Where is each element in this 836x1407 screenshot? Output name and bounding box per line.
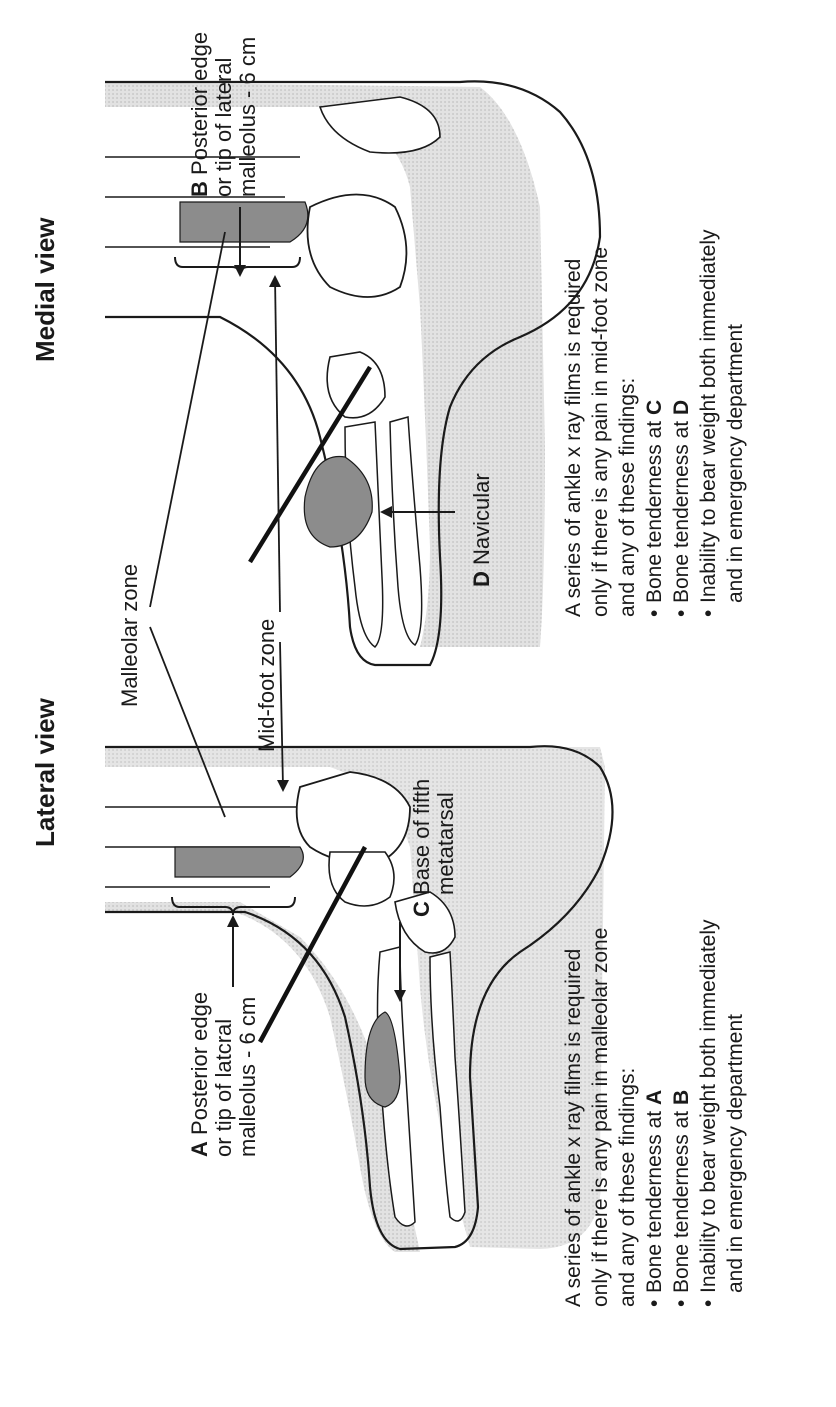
lateral-bullet-2: Bone tenderness at B (668, 747, 695, 1307)
lateral-bullet-3: Inability to bear weight both immediatel… (695, 747, 749, 1307)
label-b-line2: or tip of lateral (212, 0, 236, 197)
label-b-letter: B (187, 181, 212, 197)
label-d-text: Navicular (469, 473, 494, 565)
medial-para-line1: A series of ankle x ray films is require… (560, 57, 587, 617)
label-b-line1: Posterior edge (187, 32, 212, 175)
lateral-view-title: Lateral view (30, 698, 61, 847)
lateral-para-line3: and any of these findings: (614, 747, 641, 1307)
lateral-bullet-1: Bone tenderness at A (641, 747, 668, 1307)
mid-foot-zone-label: Mid-foot zone (255, 619, 279, 752)
medial-view-title: Medial view (30, 218, 61, 363)
label-a: A Posterior edge or tip of latcral malle… (188, 947, 260, 1157)
label-d: D Navicular (470, 473, 494, 587)
label-c-letter: C (409, 901, 434, 917)
label-a-line1: Posterior edge (187, 992, 212, 1135)
label-a-line2: or tip of latcral (212, 947, 236, 1157)
medial-bullet-3: Inability to bear weight both immediatel… (695, 57, 749, 617)
malleolar-zone-label: Malleolar zone (118, 564, 142, 707)
medial-criteria: A series of ankle x ray films is require… (560, 57, 749, 617)
medial-para-line2: only if there is any pain in mid-foot zo… (587, 57, 614, 617)
lateral-criteria: A series of ankle x ray films is require… (560, 747, 749, 1307)
lateral-para-line2: only if there is any pain in malleolar z… (587, 747, 614, 1307)
label-b: B Posterior edge or tip of lateral malle… (188, 0, 260, 197)
label-c: C Base of fifth metatarsal (410, 779, 458, 917)
label-a-line3: malleolus - 6 cm (236, 947, 260, 1157)
label-b-line3: malleolus - 6 cm (236, 0, 260, 197)
medial-bullet-1: Bone tenderness at C (641, 57, 668, 617)
label-a-letter: A (187, 1141, 212, 1157)
label-d-letter: D (469, 571, 494, 587)
lateral-para-line1: A series of ankle x ray films is require… (560, 747, 587, 1307)
medial-foot-drawing (105, 81, 600, 665)
medial-para-line3: and any of these findings: (614, 57, 641, 617)
medial-bullet-2: Bone tenderness at D (668, 57, 695, 617)
label-c-line2: metatarsal (434, 779, 458, 917)
lateral-foot-drawing (105, 746, 613, 1252)
label-c-line1: Base of fifth (409, 779, 434, 895)
